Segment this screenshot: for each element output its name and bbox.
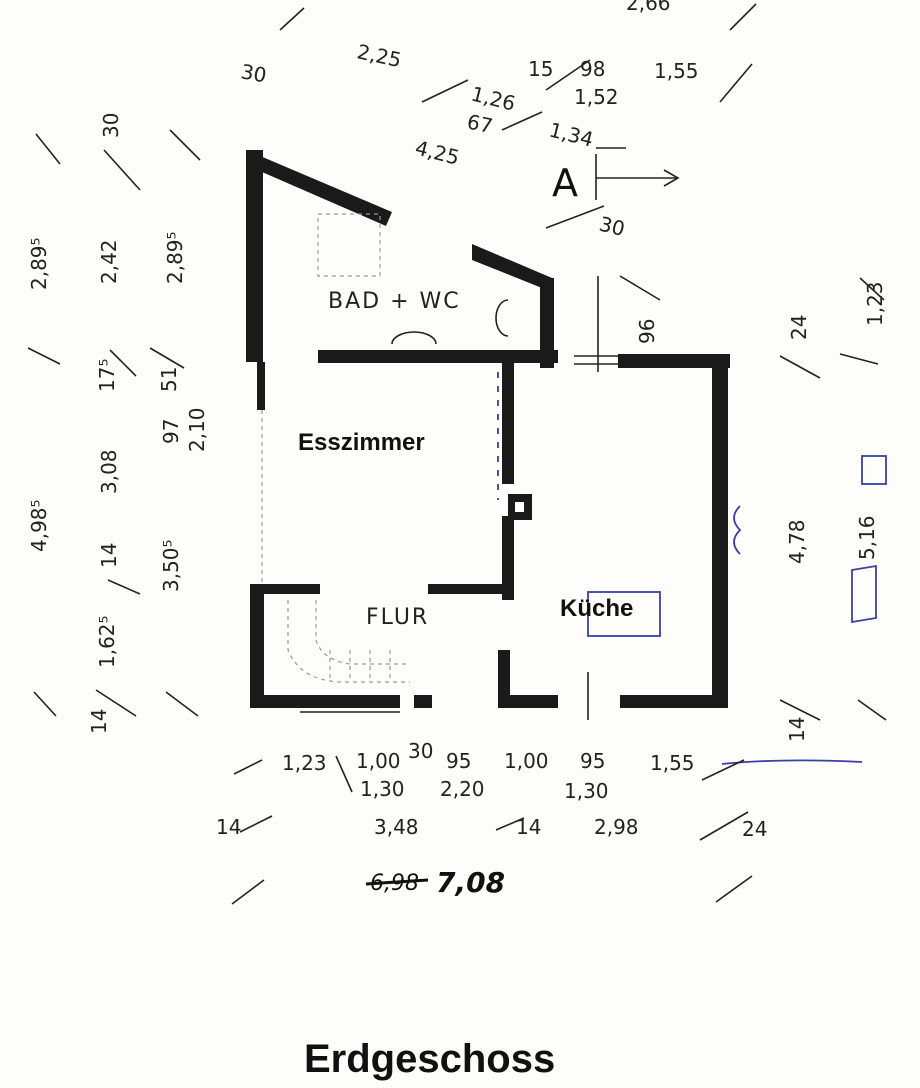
- dim-top-155: 1,55: [654, 59, 699, 83]
- walls: [246, 150, 730, 708]
- bath-top-wall: [246, 150, 392, 226]
- bottom-wall-kitchen: [498, 695, 558, 708]
- dim-bot-30: 30: [408, 739, 433, 763]
- flur-top-wall-left: [262, 584, 320, 594]
- dim-bot-100b: 1,00: [504, 749, 549, 773]
- chimney-flue: [515, 502, 524, 512]
- dim-bot-24: 24: [742, 817, 767, 841]
- room-label-esszimmer: Esszimmer: [298, 429, 425, 456]
- bottom-wall-mid: [414, 695, 432, 708]
- dim-left-14a: 14: [97, 543, 121, 568]
- section-arrow-head: [663, 169, 680, 187]
- dim-top-30a: 30: [239, 59, 268, 87]
- dim-right-14: 14: [785, 717, 809, 742]
- dim-left-51: 51: [157, 367, 181, 392]
- dim-left-14b: 14: [87, 709, 111, 734]
- partition-wall-upper: [502, 362, 514, 484]
- dimensions-top: 2,66 2,25 30 15 98 1,55 1,26 1,52 67 1,3…: [239, 0, 698, 241]
- dimensions-right: 96 24 1,23 4,78 5,16 14: [635, 281, 887, 742]
- section-marker-label: A: [552, 161, 578, 205]
- dim-top-98: 98: [580, 57, 605, 81]
- dim-left-2895a: 2,89⁵: [27, 237, 51, 290]
- bath-right-wall-top: [472, 244, 552, 292]
- dim-top-266: 2,66: [626, 0, 671, 15]
- bottom-wall-left: [250, 695, 400, 708]
- dim-right-24: 24: [787, 315, 811, 340]
- dim-bot-100a: 1,00: [356, 749, 401, 773]
- dim-bot-95a: 95: [446, 749, 471, 773]
- flur-top-wall-right: [428, 584, 504, 594]
- dim-bot-14a: 14: [216, 815, 241, 839]
- dim-top-225: 2,25: [355, 39, 404, 72]
- dim-bot-348: 3,48: [374, 815, 419, 839]
- dim-top-134: 1,34: [547, 118, 596, 152]
- dim-bot-95b: 95: [580, 749, 605, 773]
- dim-bot-130b: 1,30: [564, 779, 609, 803]
- room-label-bad: BAD + WC: [328, 289, 461, 314]
- dim-right-516: 5,16: [855, 515, 879, 560]
- dim-bot-298: 2,98: [594, 815, 639, 839]
- room-label-flur: FLUR: [366, 605, 429, 630]
- total-old-strike: [365, 878, 429, 886]
- fixtures: [261, 213, 887, 765]
- bath-bottom-wall: [318, 350, 558, 363]
- dim-bot-123: 1,23: [282, 751, 327, 775]
- dim-top-425: 4,25: [413, 136, 462, 170]
- dim-left-242: 2,42: [97, 239, 121, 284]
- dim-left-308: 3,08: [97, 449, 121, 494]
- dim-right-96: 96: [635, 319, 659, 344]
- washbasin: [391, 331, 437, 345]
- dim-bot-220: 2,20: [440, 777, 485, 801]
- dim-top-30b: 30: [597, 212, 628, 241]
- dim-right-123: 1,23: [863, 281, 887, 326]
- page-title: Erdgeschoss: [304, 1037, 555, 1081]
- dim-left-2895b: 2,89⁵: [163, 231, 187, 284]
- dim-left-175: 17⁵: [95, 359, 119, 392]
- dim-left-30: 30: [99, 113, 123, 138]
- dimensions-bottom: 1,23 1,00 30 95 1,00 95 1,55 1,30 2,20 1…: [216, 739, 767, 841]
- bottom-wall-right: [620, 695, 728, 708]
- dim-top-67: 67: [465, 109, 495, 138]
- dim-left-3505: 3,50⁵: [159, 539, 183, 592]
- dim-left-210: 2,10: [185, 407, 209, 452]
- dim-bot-155: 1,55: [650, 751, 695, 775]
- dim-right-478: 4,78: [785, 519, 809, 564]
- partition-stub: [498, 650, 510, 706]
- total-width: 6,98 7,08: [365, 866, 505, 899]
- partition-wall-lower: [502, 516, 514, 600]
- left-wall-mid: [257, 362, 265, 410]
- dim-left-4985: 4,98⁵: [27, 499, 51, 552]
- blue-annotations: [497, 372, 887, 765]
- dim-top-152: 1,52: [574, 85, 619, 109]
- dim-left-16255: 1,62⁵: [95, 615, 119, 668]
- section-marker: A: [552, 154, 680, 205]
- kitchen-top-wall: [618, 354, 730, 368]
- right-wall: [712, 354, 728, 706]
- dim-total-new: 7,08: [436, 866, 505, 899]
- dimensions-left: 30 2,89⁵ 2,42 2,89⁵ 17⁵ 51 97 2,10 3,08 …: [27, 113, 209, 734]
- room-label-kueche: Küche: [560, 595, 633, 622]
- left-wall-lower: [250, 584, 264, 708]
- toilet: [495, 299, 509, 337]
- dim-left-97: 97: [159, 419, 183, 444]
- dim-bot-14b: 14: [516, 815, 541, 839]
- dim-bot-130a: 1,30: [360, 777, 405, 801]
- bathtub-outline: [317, 213, 381, 277]
- stairs: [287, 600, 410, 683]
- bath-right-wall: [540, 278, 554, 368]
- dim-top-15: 15: [528, 57, 553, 81]
- dimension-ticks: [27, 3, 887, 905]
- bath-left-wall: [246, 150, 263, 362]
